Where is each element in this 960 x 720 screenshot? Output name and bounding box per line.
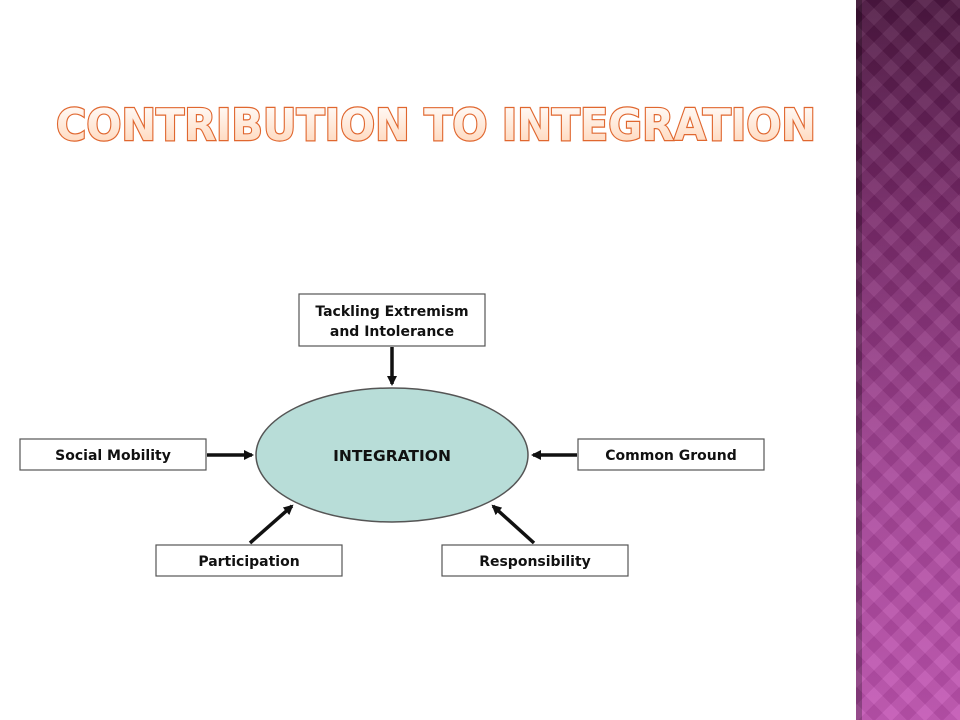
node-participation: Participation bbox=[155, 544, 343, 577]
node-box bbox=[298, 293, 486, 347]
arrow-bottom-right bbox=[491, 504, 536, 545]
decorative-side-band bbox=[856, 0, 960, 720]
center-node: INTEGRATION bbox=[255, 387, 529, 523]
node-label: Social Mobility bbox=[55, 448, 171, 464]
node-label: Responsibility bbox=[479, 554, 591, 570]
node-label: Participation bbox=[198, 554, 299, 570]
slide-title: CONTRIBUTION TO INTEGRATION bbox=[52, 90, 842, 160]
center-label: INTEGRATION bbox=[333, 447, 451, 465]
node-box bbox=[441, 544, 629, 577]
arrow-bottom-left bbox=[248, 504, 294, 545]
node-social-mobility: Social Mobility bbox=[19, 438, 207, 471]
node-label-line1: Tackling Extremism bbox=[315, 304, 468, 320]
node-box bbox=[155, 544, 343, 577]
node-label-line2: and Intolerance bbox=[330, 324, 454, 340]
center-ellipse bbox=[255, 387, 529, 523]
node-tackling-extremism: Tackling Extremism and Intolerance bbox=[298, 293, 486, 347]
node-common-ground: Common Ground bbox=[577, 438, 765, 471]
node-responsibility: Responsibility bbox=[441, 544, 629, 577]
node-label: Common Ground bbox=[605, 448, 737, 464]
node-box bbox=[577, 438, 765, 471]
slide-title-text: CONTRIBUTION TO INTEGRATION bbox=[56, 100, 816, 151]
node-box bbox=[19, 438, 207, 471]
